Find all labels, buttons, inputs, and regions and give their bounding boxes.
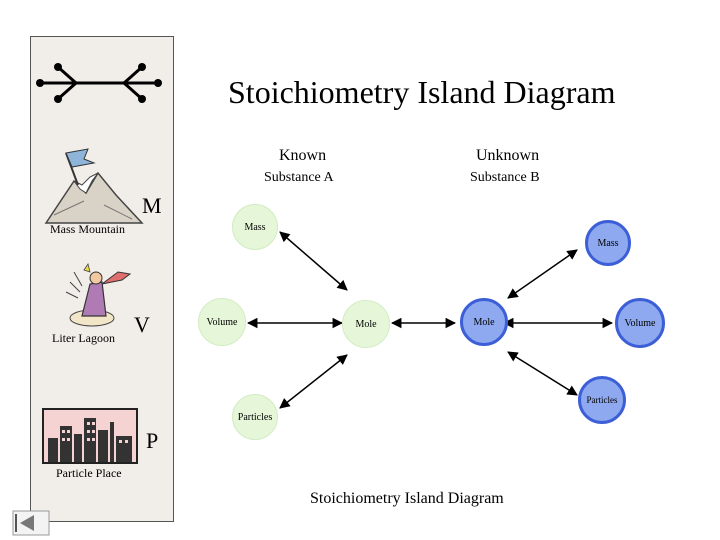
network-logo-icon (36, 63, 162, 103)
unknown-heading: Unknown (476, 147, 540, 164)
unknown-substance: Substance B (470, 170, 540, 185)
page-title: Stoichiometry Island Diagram (228, 74, 616, 110)
node-a-particles: Particles (232, 394, 278, 440)
known-heading: Known (279, 147, 327, 164)
node-b-mass: Mass (585, 220, 631, 266)
lagoon-figure-icon (65, 263, 132, 327)
back-arrow-icon[interactable] (12, 510, 50, 536)
node-a-volume: Volume (198, 298, 246, 346)
mass-letter: M (142, 193, 162, 218)
city-skyline-icon (42, 408, 138, 464)
known-substance: Substance A (264, 170, 334, 185)
liter-lagoon-label: Liter Lagoon (52, 331, 115, 345)
particle-letter: P (146, 428, 159, 453)
node-b-mole: Mole (460, 298, 508, 346)
volume-letter: V (134, 312, 150, 337)
node-b-volume: Volume (615, 298, 665, 348)
node-b-particles: Particles (578, 376, 626, 424)
node-a-mass: Mass (232, 204, 278, 250)
node-a-mole: Mole (342, 300, 390, 348)
mass-mountain-label: Mass Mountain (50, 222, 125, 236)
mountain-flag-icon (44, 148, 144, 224)
particle-place-label: Particle Place (56, 466, 122, 480)
diagram-caption: Stoichiometry Island Diagram (310, 490, 504, 507)
